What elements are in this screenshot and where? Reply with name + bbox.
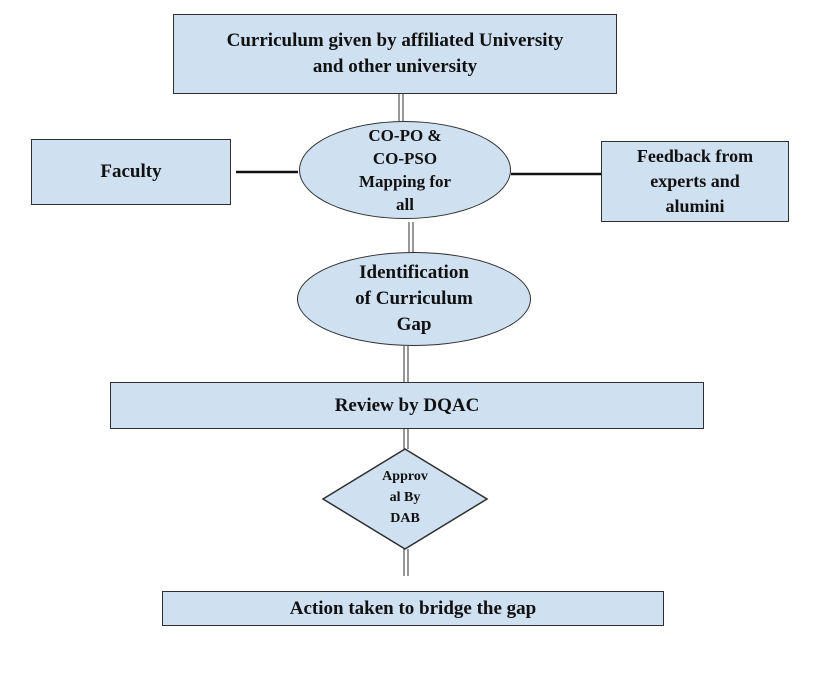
review-label: Review by DQAC <box>334 394 480 416</box>
feedback-label: Feedback from experts and alumini <box>636 146 754 216</box>
feedback-box: Feedback from experts and alumini <box>601 141 789 222</box>
connector-approval-to-action <box>403 549 409 576</box>
connector-gap-to-review <box>403 346 409 382</box>
curriculum-source-box: Curriculum given by affiliated Universit… <box>173 14 617 94</box>
approval-label: Approv al By DAB <box>382 469 428 526</box>
gap-identification-ellipse: Identification of Curriculum Gap <box>297 252 531 346</box>
action-box: Action taken to bridge the gap <box>162 591 664 626</box>
approval-diamond <box>321 448 489 550</box>
connector-review-to-approval <box>403 429 409 449</box>
mapping-ellipse: CO-PO & CO-PSO Mapping for all <box>299 121 511 219</box>
action-label: Action taken to bridge the gap <box>289 597 537 619</box>
connector-mapping-to-gap <box>408 222 414 252</box>
curriculum-source-label: Curriculum given by affiliated Universit… <box>226 30 564 77</box>
faculty-label: Faculty <box>100 161 162 182</box>
review-box: Review by DQAC <box>110 382 704 429</box>
gap-identification-label: Identification of Curriculum Gap <box>355 262 473 335</box>
connector-top-to-mapping <box>398 94 404 121</box>
faculty-box: Faculty <box>31 139 231 205</box>
mapping-label: CO-PO & CO-PSO Mapping for all <box>358 126 452 214</box>
